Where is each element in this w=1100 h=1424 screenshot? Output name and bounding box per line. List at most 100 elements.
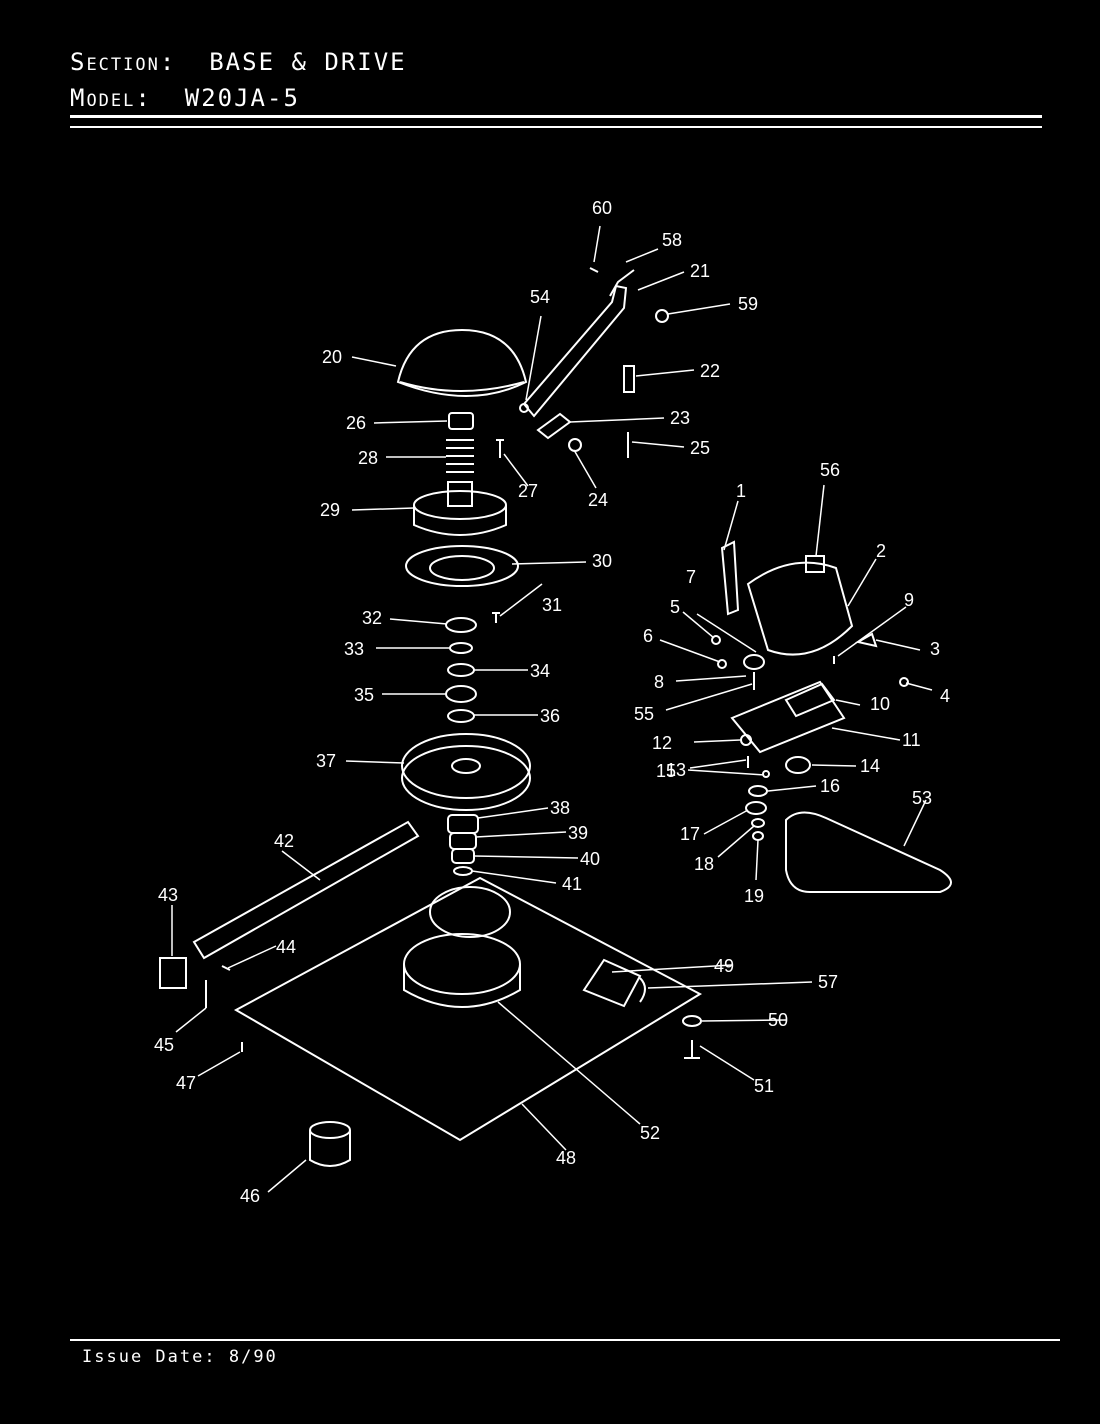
- part-screw-31: [492, 612, 500, 623]
- part-grommet-50: [682, 1015, 702, 1027]
- part-bearing: [448, 412, 474, 430]
- part-pulley-14: [785, 756, 811, 774]
- callout-26: 26: [346, 413, 366, 433]
- callout-9: 9: [904, 590, 914, 610]
- callout-50: 50: [768, 1010, 788, 1030]
- leader-lines: [171, 225, 933, 1193]
- part-boot-seal: [405, 545, 519, 587]
- part-pulley: [401, 733, 531, 799]
- issue-date-value: 8/90: [228, 1347, 278, 1367]
- part-bolt-27: [496, 439, 504, 458]
- callout-6: 6: [643, 626, 653, 646]
- part-washer-16: [748, 785, 768, 797]
- part-washer-18: [751, 818, 765, 828]
- part-spring: [446, 439, 474, 473]
- callout-25: 25: [690, 438, 710, 458]
- callout-8: 8: [654, 672, 664, 692]
- part-base-plate: [233, 876, 703, 1142]
- callout-20: 20: [322, 347, 342, 367]
- part-ring-36: [447, 709, 475, 723]
- callout-44: 44: [276, 937, 296, 957]
- callout-49: 49: [714, 956, 734, 976]
- footer-rule: [70, 1339, 1060, 1341]
- part-clutch-39: [449, 832, 477, 850]
- callout-13: 13: [666, 760, 686, 780]
- callout-38: 38: [550, 798, 570, 818]
- callout-40: 40: [580, 849, 600, 869]
- part-clip-60: [589, 267, 599, 273]
- section-value: BASE & DRIVE: [209, 48, 407, 76]
- callout-16: 16: [820, 776, 840, 796]
- part-pulley-7: [743, 654, 765, 670]
- callout-23: 23: [670, 408, 690, 428]
- callout-30: 30: [592, 551, 612, 571]
- part-plate-10: [784, 682, 836, 718]
- callout-33: 33: [344, 639, 364, 659]
- callout-11: 11: [902, 730, 921, 750]
- part-pin-44: [221, 965, 231, 971]
- model-label: Model:: [70, 84, 152, 112]
- callout-10: 10: [870, 694, 890, 714]
- callout-59: 59: [738, 294, 758, 314]
- callout-32: 32: [362, 608, 382, 628]
- part-ring-19: [752, 831, 764, 841]
- part-plate-58: [609, 269, 635, 297]
- callout-42: 42: [274, 831, 294, 851]
- part-bearing-35: [445, 685, 477, 703]
- issue-date-row: Issue Date: 8/90: [82, 1347, 278, 1367]
- callout-37: 37: [316, 751, 336, 771]
- part-screw-5: [711, 635, 721, 645]
- part-nut-15: [762, 770, 770, 778]
- callout-45: 45: [154, 1035, 174, 1055]
- part-switch-57: [639, 977, 646, 1003]
- callout-36: 36: [540, 706, 560, 726]
- callout-58: 58: [662, 230, 682, 250]
- part-clutch-40: [451, 848, 475, 864]
- part-spring-22: [623, 365, 635, 393]
- callout-2: 2: [876, 541, 886, 561]
- part-clip-1: [720, 540, 740, 616]
- part-washer-17: [745, 801, 767, 815]
- callout-12: 12: [652, 733, 672, 753]
- part-leg: [309, 1130, 351, 1167]
- part-washer-24: [568, 438, 582, 452]
- callout-41: 41: [562, 874, 582, 894]
- part-nut-54: [519, 403, 529, 413]
- callout-31: 31: [542, 595, 562, 615]
- callout-17: 17: [680, 824, 700, 844]
- header-rule-top: [70, 115, 1042, 118]
- callout-48: 48: [556, 1148, 576, 1168]
- callout-60: 60: [592, 198, 612, 218]
- part-clip-3: [855, 632, 878, 648]
- callout-46: 46: [240, 1186, 260, 1206]
- header-rule-bottom: [70, 126, 1042, 128]
- callout-56: 56: [820, 460, 840, 480]
- part-belt: [785, 811, 952, 893]
- part-tub-ring: [403, 933, 521, 995]
- part-nut-4: [899, 677, 909, 687]
- part-ring-41: [453, 866, 473, 876]
- callout-34: 34: [530, 661, 550, 681]
- model-row: Model: W20JA-5: [70, 84, 300, 112]
- callout-labels: 1 2 3 4 5 6 7 8 9 10 11 12 13 14 15 16 1…: [154, 198, 950, 1206]
- callout-1: 1: [736, 481, 746, 501]
- callout-18: 18: [694, 854, 714, 874]
- parts-artwork: [159, 267, 952, 1167]
- model-value: W20JA-5: [184, 84, 300, 112]
- callout-47: 47: [176, 1073, 196, 1093]
- callout-51: 51: [754, 1076, 774, 1096]
- section-label: Section:: [70, 48, 177, 76]
- callout-39: 39: [568, 823, 588, 843]
- callout-21: 21: [690, 261, 710, 281]
- callout-43: 43: [158, 885, 178, 905]
- callout-14: 14: [860, 756, 880, 776]
- part-ring-33: [449, 642, 473, 654]
- part-plate-23: [536, 412, 572, 440]
- callout-19: 19: [744, 886, 764, 906]
- part-agitator-cap: [396, 328, 528, 397]
- issue-date-label: Issue Date:: [82, 1347, 217, 1367]
- part-nut-59: [655, 309, 669, 323]
- section-row: Section: BASE & DRIVE: [70, 48, 407, 76]
- callout-54: 54: [530, 287, 550, 307]
- callout-55: 55: [634, 704, 654, 724]
